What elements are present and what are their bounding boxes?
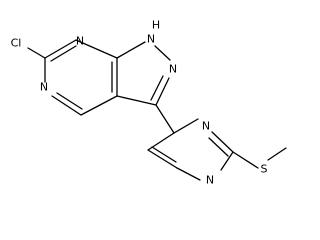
chemical-structure-canvas: Cl N H N N N N N S (11, 19, 287, 187)
bond-n3p-c2p-inner (208, 137, 229, 157)
bond-n1p-c6p (176, 167, 201, 181)
bond-s-ch3 (267, 147, 287, 161)
bond-n2-c3 (155, 77, 170, 106)
sulfur-atom-label: S (261, 163, 268, 176)
pyrimidine2-nitrogen-top-label: N (202, 120, 210, 133)
bond-c6p-c5p-inner (151, 146, 177, 163)
bond-n3p-c2p (211, 131, 234, 153)
bond-cl-c6 (27, 47, 46, 59)
bonds (27, 39, 287, 181)
bond-c4p-n3p (173, 118, 199, 134)
pyrazole-nh-hydrogen-label: H (152, 19, 160, 32)
chlorine-atom-label: Cl (11, 37, 22, 50)
bond-c4-n5-inner (56, 92, 83, 110)
bond-c6-n7-inner (50, 45, 77, 62)
bond-c6p-c5p (147, 149, 178, 169)
bond-c3a-c4 (80, 95, 118, 116)
pyrazole-nh-nitrogen-label: N (147, 33, 155, 46)
bond-n2-c3-inner (150, 75, 164, 101)
atom-labels: Cl N H N N N N N S (11, 19, 268, 187)
pyrazole-nitrogen-label: N (169, 63, 177, 76)
bond-n7-c7a (75, 39, 118, 59)
bond-n1-n2 (154, 45, 171, 61)
bond-c3-c4prime (155, 104, 175, 134)
bond-c7a-n1 (116, 41, 146, 59)
bond-c5p-c4p (147, 132, 175, 151)
bond-c3-c3a (116, 95, 157, 106)
pyrimidine-nitrogen-left-label: N (40, 81, 48, 94)
pyrimidine-nitrogen-top-label: N (76, 35, 84, 48)
bond-c2p-s (232, 151, 259, 169)
bond-c2p-n1p (220, 151, 234, 171)
pyrimidine2-nitrogen-bottom-label: N (206, 174, 214, 187)
bond-c6-n7 (44, 39, 77, 59)
bond-c4-n5 (51, 95, 82, 116)
molecule-diagram: Cl N H N N N N N S (11, 19, 287, 187)
